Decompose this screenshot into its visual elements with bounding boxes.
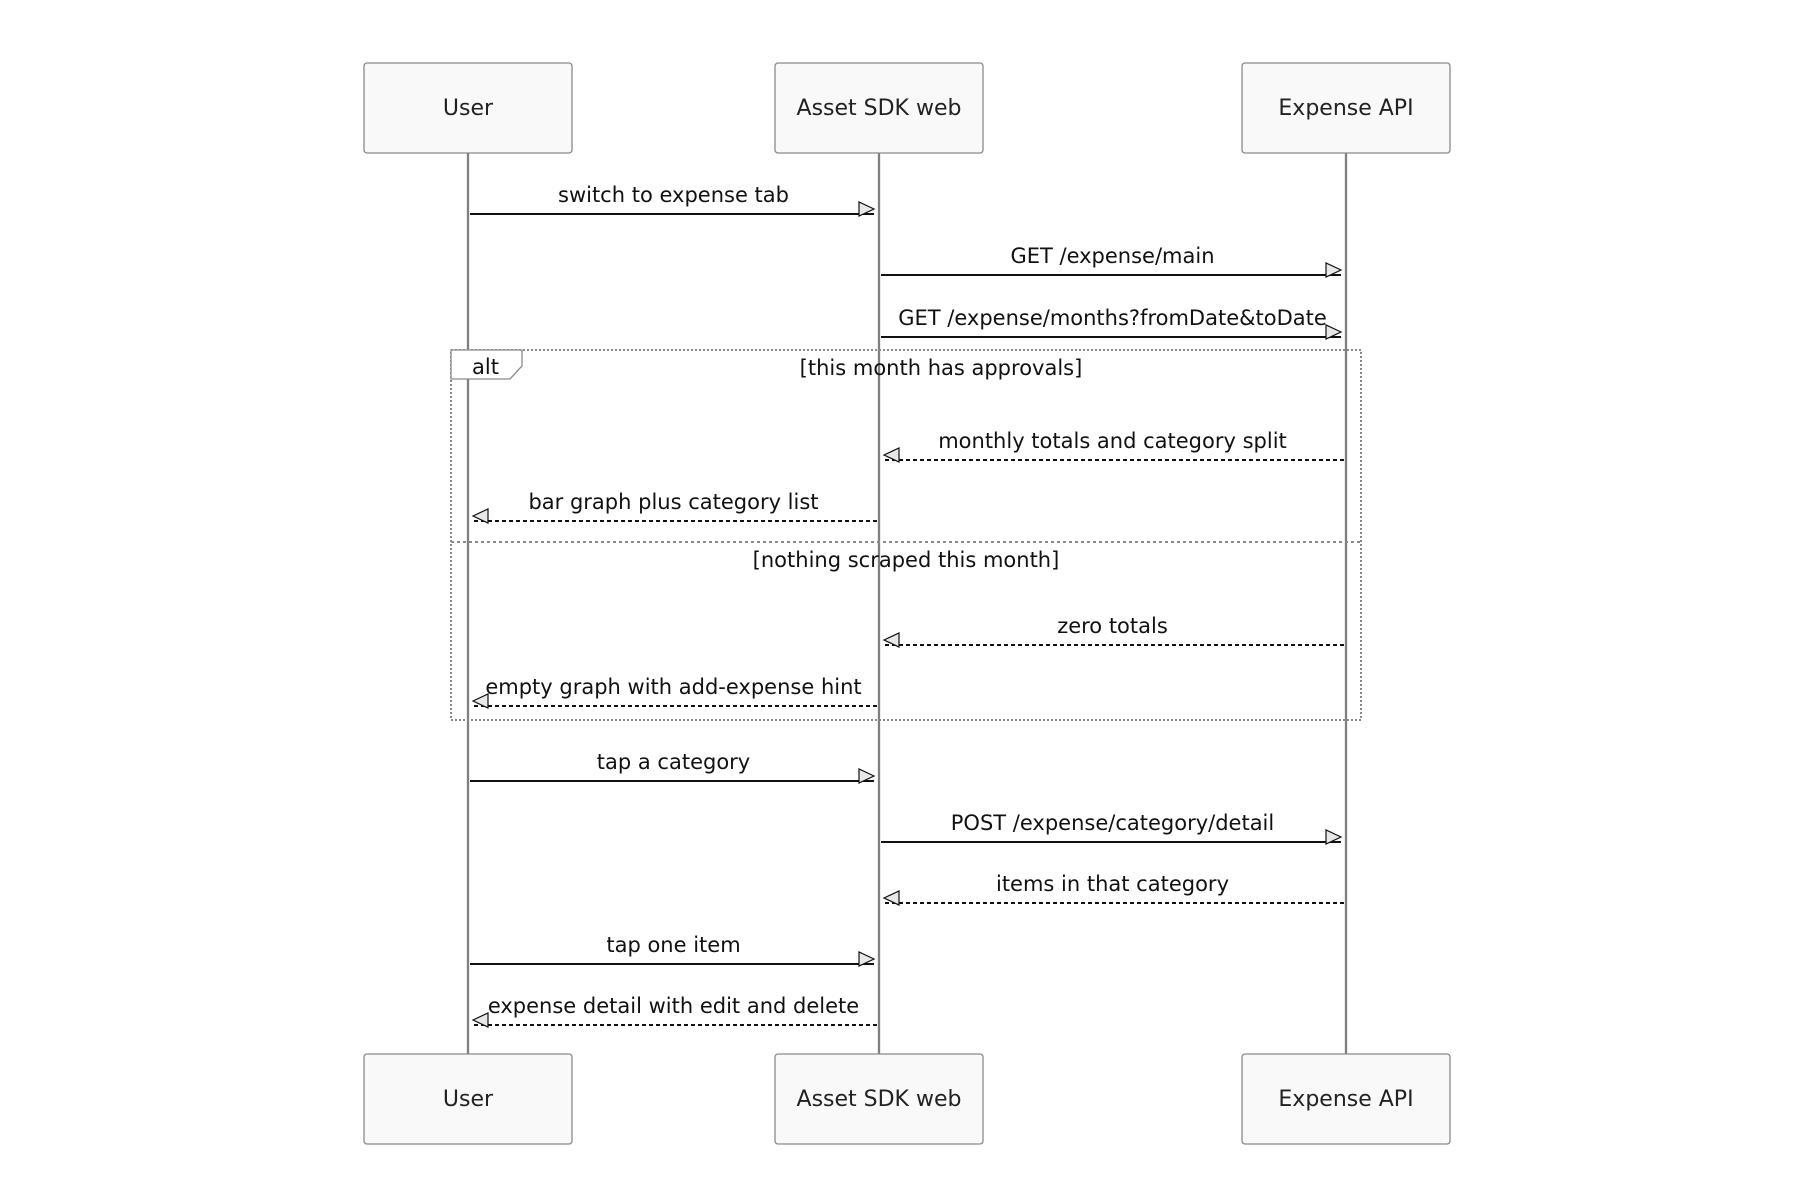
actor-label: User — [443, 1087, 494, 1112]
alt-frame-border — [450, 349, 1362, 721]
actor-label: Asset SDK web — [797, 1087, 962, 1112]
arrow-head — [858, 768, 876, 784]
message-label: switch to expense tab — [558, 183, 789, 207]
message: tap one item — [470, 933, 876, 967]
arrow-head — [471, 508, 489, 524]
alt-condition-1: [this month has approvals] — [800, 356, 1083, 380]
arrow-head — [1325, 324, 1343, 340]
actor-sdk-bottom: Asset SDK web — [774, 1053, 984, 1145]
message-label: zero totals — [1057, 614, 1168, 638]
actor-label: Expense API — [1278, 1087, 1413, 1112]
actor-api-bottom: Expense API — [1241, 1053, 1451, 1145]
actor-box — [363, 1053, 573, 1145]
arrow-head — [1325, 262, 1343, 278]
alt-keyword-label: alt — [472, 355, 499, 379]
message-label: items in that category — [996, 872, 1229, 896]
alt-frame: alt [this month has approvals] [nothing … — [450, 349, 1362, 721]
actors-bottom: User Asset SDK web Expense API — [363, 1053, 1451, 1145]
actor-user-top: User — [363, 62, 573, 154]
message: GET /expense/main — [881, 244, 1343, 278]
message-label: expense detail with edit and delete — [488, 994, 859, 1018]
message: expense detail with edit and delete — [471, 994, 877, 1028]
actor-label: Asset SDK web — [797, 96, 962, 121]
message-label: monthly totals and category split — [938, 429, 1287, 453]
arrow-head — [471, 1012, 489, 1028]
message: monthly totals and category split — [882, 429, 1344, 463]
message-label: GET /expense/months?fromDate&toDate — [898, 306, 1327, 330]
message-label: bar graph plus category list — [528, 490, 818, 514]
alt-frame-tab — [450, 349, 523, 380]
actor-user-bottom: User — [363, 1053, 573, 1145]
actor-box — [774, 62, 984, 154]
actor-box — [1241, 1053, 1451, 1145]
lifelines-layer — [466, 153, 1348, 1054]
message: tap a category — [470, 750, 876, 784]
message-label: tap one item — [606, 933, 740, 957]
actor-box — [363, 62, 573, 154]
message: items in that category — [882, 872, 1344, 906]
message-label: tap a category — [597, 750, 750, 774]
arrow-head — [1325, 829, 1343, 845]
message: empty graph with add-expense hint — [471, 675, 877, 709]
actor-box — [1241, 62, 1451, 154]
actor-box — [774, 1053, 984, 1145]
actor-label: Expense API — [1278, 96, 1413, 121]
message-label: POST /expense/category/detail — [951, 811, 1274, 835]
message: switch to expense tab — [470, 183, 876, 217]
arrow-head — [882, 632, 900, 648]
message: GET /expense/months?fromDate&toDate — [881, 306, 1343, 340]
message: zero totals — [882, 614, 1344, 648]
actors-top: User Asset SDK web Expense API — [363, 62, 1451, 154]
message: bar graph plus category list — [471, 490, 877, 524]
arrow-head — [882, 447, 900, 463]
message: POST /expense/category/detail — [881, 811, 1343, 845]
arrow-head — [858, 201, 876, 217]
message-label: GET /expense/main — [1010, 244, 1214, 268]
actor-label: User — [443, 96, 494, 121]
message-label: empty graph with add-expense hint — [485, 675, 861, 699]
alt-condition-2: [nothing scraped this month] — [753, 548, 1060, 572]
arrow-head — [471, 693, 489, 709]
actor-sdk-top: Asset SDK web — [774, 62, 984, 154]
actor-api-top: Expense API — [1241, 62, 1451, 154]
arrow-head — [882, 890, 900, 906]
arrow-head — [858, 951, 876, 967]
